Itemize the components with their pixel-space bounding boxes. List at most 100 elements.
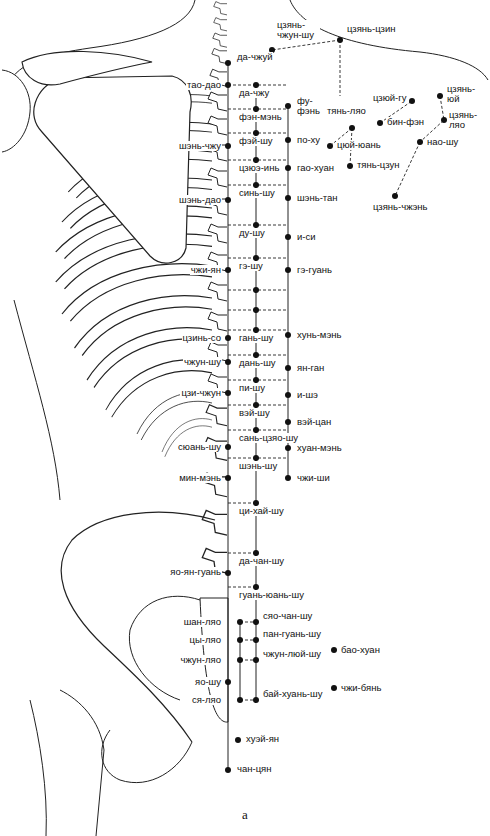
point-label: чжи-ян [190, 265, 222, 275]
point-label: хунь-мэнь [296, 330, 342, 340]
femur [30, 690, 104, 836]
acupoint [285, 195, 291, 201]
point-label: яо-шу [194, 677, 222, 687]
acupoint [253, 307, 259, 313]
point-label: и-си [296, 232, 317, 242]
point-label: ци-хай-шу [238, 506, 285, 516]
point-label: гэ-гуань [296, 265, 333, 275]
acupoint [417, 139, 423, 145]
acupoint [285, 419, 291, 425]
acupoint [225, 679, 231, 685]
vertebra [208, 282, 227, 301]
acupoint [331, 647, 337, 653]
point-label: хуан-мэнь [296, 443, 343, 453]
acupoint [437, 93, 443, 99]
acupoint [237, 657, 243, 663]
point-label: гань-шу [238, 333, 274, 343]
point-label: цзянь-чжэнь [372, 202, 429, 212]
acupoint [285, 332, 291, 338]
acupoint [285, 392, 291, 398]
vertebra [208, 224, 227, 243]
vertebra [202, 510, 227, 535]
acupoint [237, 619, 243, 625]
point-label: фэн-мэнь [238, 112, 283, 122]
point-label: цзюй-гу [372, 93, 408, 103]
acupoint [285, 267, 291, 273]
point-label: гэ-шу [238, 261, 264, 271]
dashed-row [228, 85, 288, 700]
acupoint [253, 619, 259, 625]
acupoint [237, 697, 243, 703]
point-label: сюань-шу [177, 442, 222, 452]
acupoint [253, 287, 259, 293]
point-label: фэй-шу [238, 136, 274, 146]
acupoint [253, 637, 259, 643]
point-label: нао-шу [426, 137, 459, 147]
acupoint [285, 103, 291, 109]
point-label: тянь-ляо [326, 106, 367, 116]
point-label: дань-шу [238, 358, 277, 368]
midline [228, 63, 229, 770]
vertebra [214, 2, 227, 15]
point-label: бай-хуань-шу [262, 689, 323, 699]
vertebra [208, 168, 227, 187]
acupoint [237, 637, 243, 643]
acupoint [225, 570, 231, 576]
acromion [22, 51, 152, 84]
point-label: фу-фэнь [296, 96, 325, 117]
point-label: чжун-люй-шу [262, 649, 322, 659]
point-label: сяо-чан-шу [262, 611, 313, 621]
acupoint [377, 120, 383, 126]
point-label: бин-фэн [386, 117, 425, 127]
point-label: шэнь-дао [178, 195, 222, 205]
acupoint [285, 234, 291, 240]
acupoint [327, 143, 333, 149]
point-label: ян-ган [296, 363, 325, 373]
acupoint [225, 82, 231, 88]
point-label: шан-ляо [183, 617, 222, 627]
point-label: цюй-юань [336, 140, 382, 150]
point-label: да-чан-шу [238, 556, 285, 566]
point-label: цзянь-юй [446, 84, 481, 105]
acupoint [253, 697, 259, 703]
figure-caption: а [241, 808, 249, 822]
rib [75, 296, 213, 356]
acupoint [225, 767, 231, 773]
point-label: ду-шу [238, 228, 266, 238]
acupoint [253, 657, 259, 663]
point-label: да-чжуй [236, 52, 273, 62]
acupoint [225, 359, 231, 365]
point-label: гао-хуан [296, 163, 335, 173]
body-outline [14, 300, 60, 500]
point-label: цзянь-цзин [346, 24, 396, 34]
point-label: гуань-юань-шу [238, 590, 305, 600]
dashed-link [272, 40, 444, 196]
point-label: вэй-шу [238, 408, 271, 418]
meridian-lines [228, 63, 288, 770]
dashed-rows [228, 40, 444, 700]
acupoint [225, 267, 231, 273]
point-label: чан-цян [236, 764, 272, 774]
point-label: по-ху [296, 135, 321, 145]
acupoint [285, 137, 291, 143]
rib [137, 392, 212, 440]
point-label: цзюэ-инь [238, 163, 280, 173]
acupoint [347, 163, 353, 169]
acupoint [337, 37, 343, 43]
vertebra [212, 48, 227, 63]
point-label: сань-цзяо-шу [238, 433, 299, 443]
acupoint [285, 365, 291, 371]
ilium [129, 596, 200, 700]
point-label: цзинь-со [182, 333, 223, 343]
point-label: шэнь-тан [296, 193, 339, 203]
humerus-head [2, 70, 30, 152]
point-label: цзянь-ляо [448, 110, 486, 131]
point-label: шэнь-шу [238, 461, 278, 471]
point-label: пан-гуань-шу [262, 629, 322, 639]
acupoint [225, 335, 231, 341]
vertebra [208, 92, 227, 111]
point-label: ся-ляо [191, 695, 222, 705]
vertebra [208, 312, 227, 331]
